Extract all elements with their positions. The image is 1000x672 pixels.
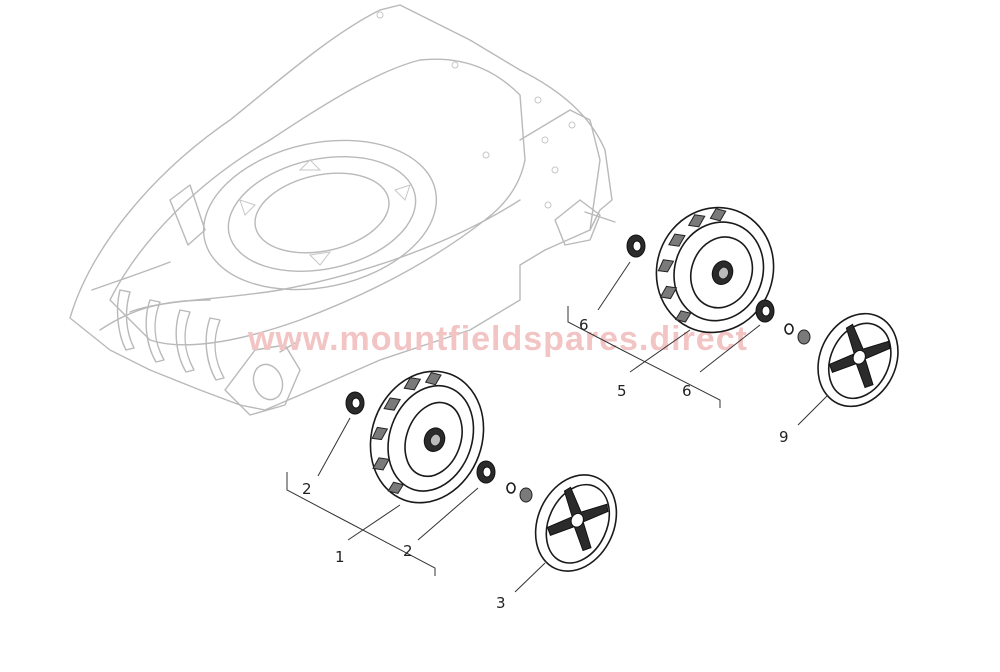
- rear-wheel-5: [655, 206, 775, 334]
- callout-5: 5: [617, 382, 627, 400]
- callout-3: 3: [496, 594, 506, 612]
- front-wheel-1: [369, 370, 485, 504]
- bearing-6-left: [626, 234, 646, 258]
- callout-9: 9: [779, 428, 789, 446]
- callout-2-right: 2: [403, 542, 413, 560]
- bearing-2-right: [476, 460, 496, 484]
- leader-lines: [286, 261, 829, 593]
- front-hubcap-3: [534, 474, 618, 572]
- front-washer-nut: [506, 482, 533, 503]
- callout-2-left: 2: [302, 480, 312, 498]
- watermark-text: www.mountfieldspares.direct: [247, 320, 748, 358]
- rear-washer-nut: [784, 323, 811, 345]
- callout-1: 1: [335, 548, 345, 566]
- mower-deck-outline: [69, 4, 616, 416]
- callout-6-right: 6: [682, 382, 692, 400]
- bearing-6-right: [755, 299, 775, 323]
- callout-6-left: 6: [579, 316, 589, 334]
- callout-labels: 6 5 6 9 2 1 2 3: [302, 316, 789, 612]
- rear-hubcap-9: [817, 312, 899, 408]
- bearing-2-left: [345, 391, 365, 415]
